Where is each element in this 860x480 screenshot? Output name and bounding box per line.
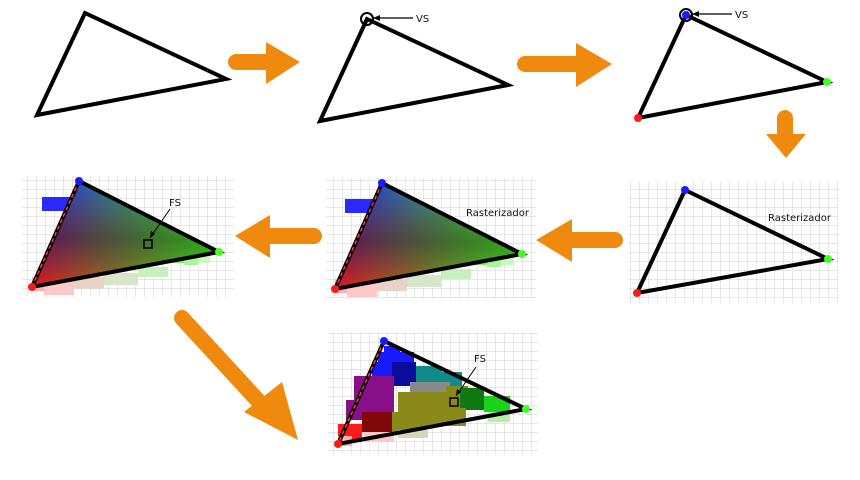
fs-label: FS	[474, 354, 486, 365]
vertex-red	[331, 285, 339, 293]
vertex-green	[518, 250, 526, 258]
vertex-blue	[681, 186, 689, 194]
vertex-blue	[380, 337, 388, 345]
fragment-sample-box	[449, 397, 459, 407]
arrow-5-left	[235, 215, 322, 258]
vertex-red	[633, 289, 641, 297]
stage-3-colored-vertices: VS	[634, 8, 834, 122]
vertex-red	[334, 440, 342, 448]
arrow-3-down	[766, 110, 806, 158]
vertex-green	[823, 78, 831, 86]
stage-1-triangle	[33, 10, 233, 118]
stage-2-vertex-shader: VS	[316, 12, 515, 124]
rasterizer-label: Rasterizador	[466, 208, 530, 219]
vertex-green	[215, 248, 223, 256]
vertex-circle-marker	[679, 8, 693, 22]
fs-label: FS	[169, 198, 181, 209]
vertex-circle-marker	[360, 12, 374, 26]
stage-6-fragment-shader: FS	[22, 176, 234, 297]
rasterizer-label: Rasterizador	[768, 213, 832, 224]
arrow-4-left	[536, 219, 623, 262]
arrow-1-right	[228, 42, 300, 84]
stage-4-rasterizer-grid: Rasterizador	[628, 181, 838, 303]
vertex-red	[634, 114, 642, 122]
arrow-2-right	[517, 43, 612, 87]
stage-7-shaded-fragments: FS	[328, 332, 538, 454]
vertex-green	[522, 405, 530, 413]
vertex-blue	[378, 179, 386, 187]
vertex-red	[28, 283, 36, 291]
arrow-6-diagonal	[174, 310, 298, 440]
fragment-sample-box	[143, 239, 153, 249]
vs-label: VS	[416, 14, 429, 25]
vertex-blue	[75, 177, 83, 185]
vs-label: VS	[735, 10, 748, 21]
stage-5-rasterized-interpolation: Rasterizador	[326, 178, 536, 298]
vertex-green	[824, 255, 832, 263]
vertex-blue	[682, 11, 690, 19]
